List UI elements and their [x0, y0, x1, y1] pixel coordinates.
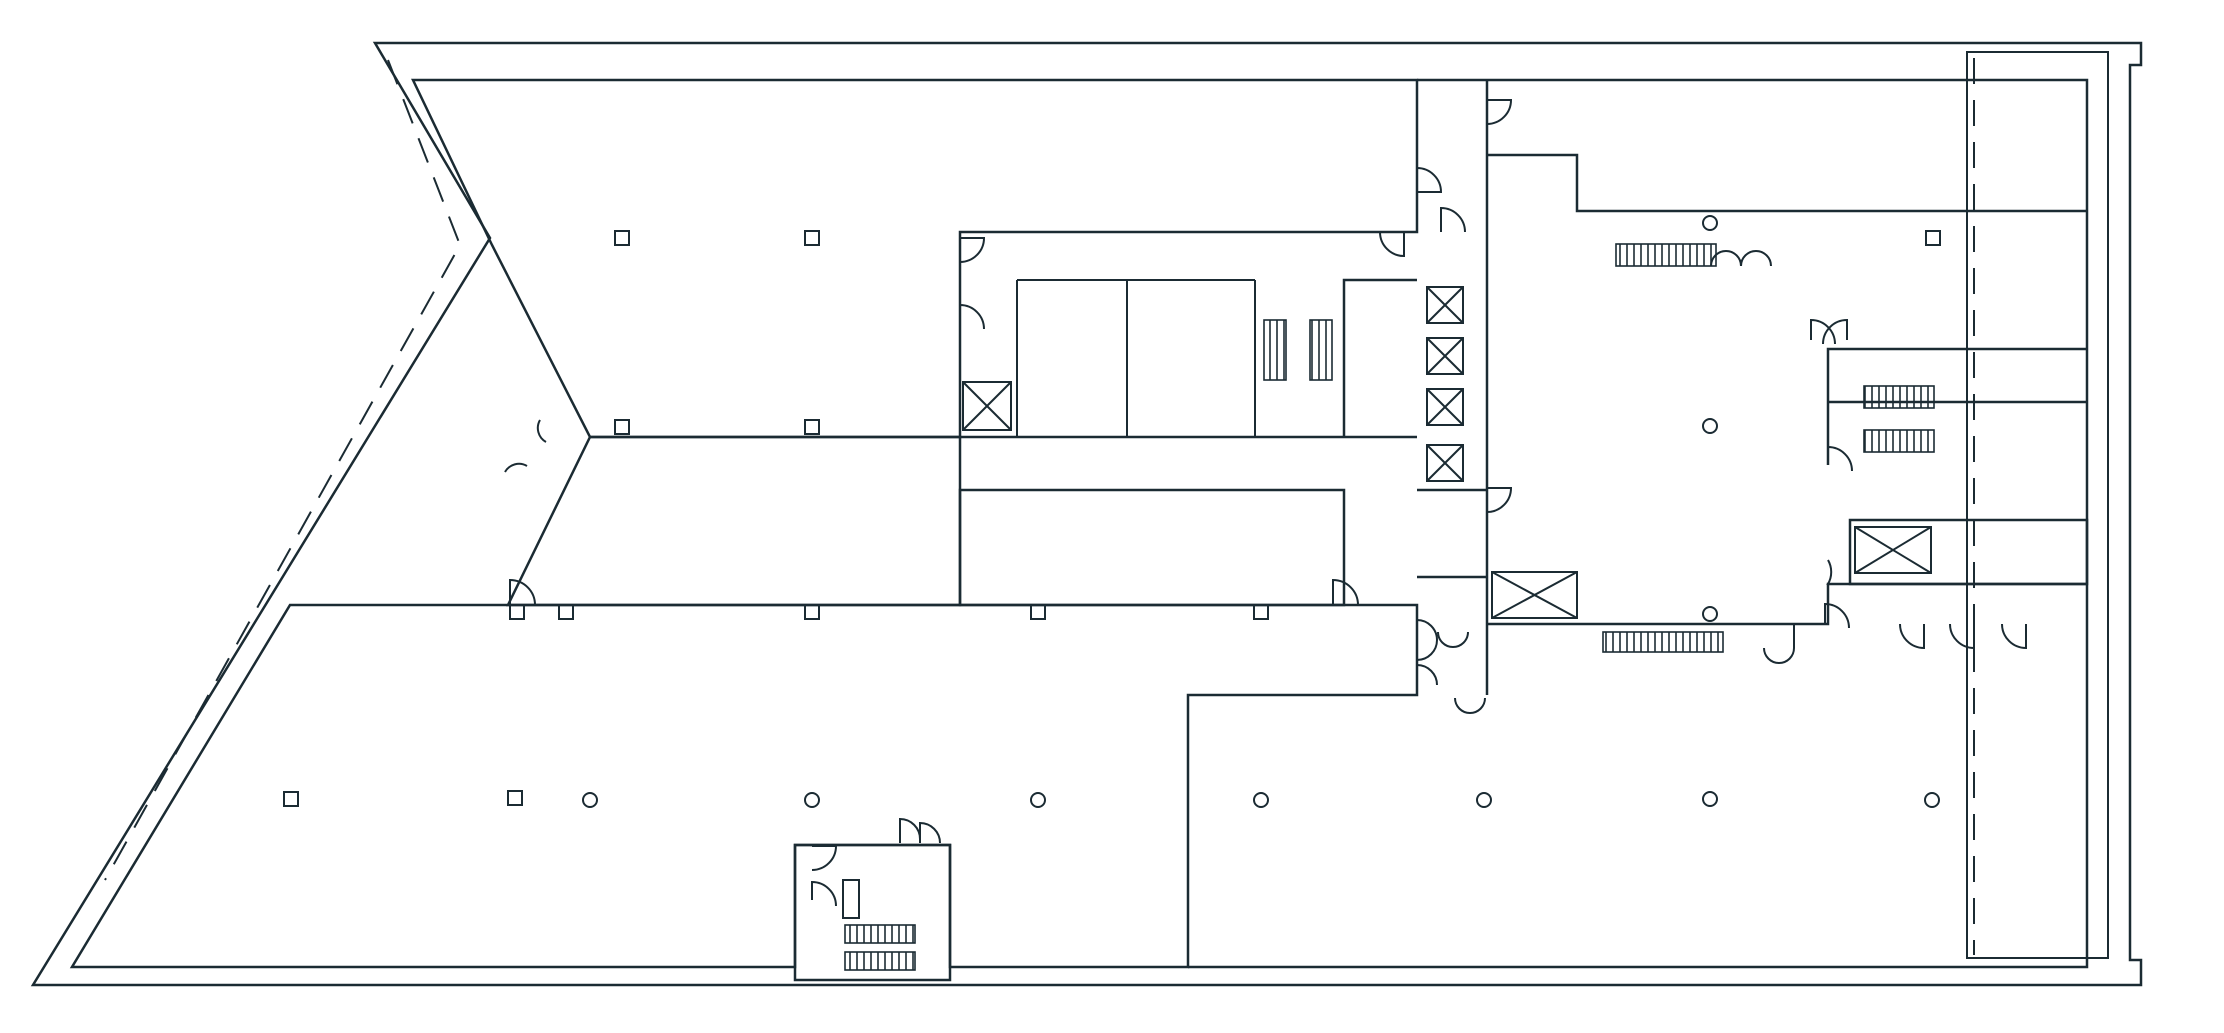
east-service-strip [1966, 51, 2109, 959]
tenant-space-north[interactable] [411, 78, 1419, 439]
stair-treads [844, 951, 916, 971]
east-shaft [1848, 518, 2089, 586]
stair-treads [1602, 631, 1724, 653]
stair-treads [1615, 243, 1717, 267]
corridor-room [958, 488, 1346, 607]
elevator-icon [842, 879, 860, 919]
stair-treads [1863, 429, 1935, 453]
dashed-boundary [104, 59, 462, 881]
south-stair-tower[interactable] [793, 843, 952, 982]
stair-treads [1263, 319, 1287, 381]
stair-treads [1863, 385, 1935, 409]
elevator-shafts [962, 286, 1932, 619]
column-markers [283, 215, 1941, 808]
tenant-space-south[interactable] [69, 603, 1419, 969]
door-swings [504, 99, 2027, 907]
east-stair-room [1826, 347, 2087, 465]
stair-treads [1309, 319, 1333, 381]
inner-boundary [1188, 78, 2089, 969]
selected-space[interactable] [505, 435, 962, 607]
east-room-wall [1487, 153, 2087, 213]
stair-treads [844, 924, 916, 944]
restroom-outer [1342, 278, 1417, 437]
building-outline [30, 41, 2143, 987]
